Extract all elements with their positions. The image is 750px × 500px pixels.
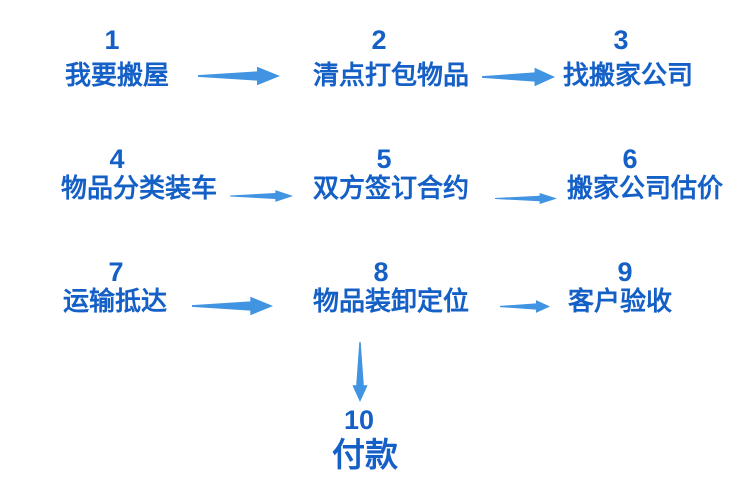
step-1-label: 我要搬屋 (64, 60, 170, 90)
step-5-label: 双方签订合约 (312, 173, 470, 203)
step-9-number: 9 (617, 257, 633, 287)
step-2-label: 清点打包物品 (312, 60, 470, 90)
arrow-8-to-10-icon (351, 342, 369, 402)
step-7-number: 7 (108, 257, 124, 287)
step-10-label: 付款 (332, 436, 398, 473)
arrow-7-to-8-icon (192, 295, 273, 317)
arrow-4-to-5-icon (230, 189, 293, 203)
step-8-label: 物品装卸定位 (312, 286, 470, 316)
step-4-label: 物品分类装车 (60, 173, 218, 203)
step-8-number: 8 (373, 257, 389, 287)
step-7-label: 运输抵达 (62, 286, 168, 316)
arrow-8-to-9-icon (500, 299, 550, 314)
step-2-number: 2 (371, 25, 387, 55)
step-10-number: 10 (343, 405, 375, 435)
step-5-number: 5 (376, 144, 392, 174)
arrow-1-to-2-icon (198, 65, 280, 87)
arrow-5-to-6-icon (495, 192, 557, 205)
arrow-2-to-3-icon (482, 66, 555, 88)
step-4-number: 4 (109, 144, 125, 174)
step-6-number: 6 (622, 144, 638, 174)
step-3-number: 3 (613, 25, 629, 55)
step-1-number: 1 (104, 25, 120, 55)
step-9-label: 客户验收 (567, 286, 673, 316)
step-3-label: 找搬家公司 (562, 60, 694, 90)
step-6-label: 搬家公司估价 (566, 173, 724, 203)
